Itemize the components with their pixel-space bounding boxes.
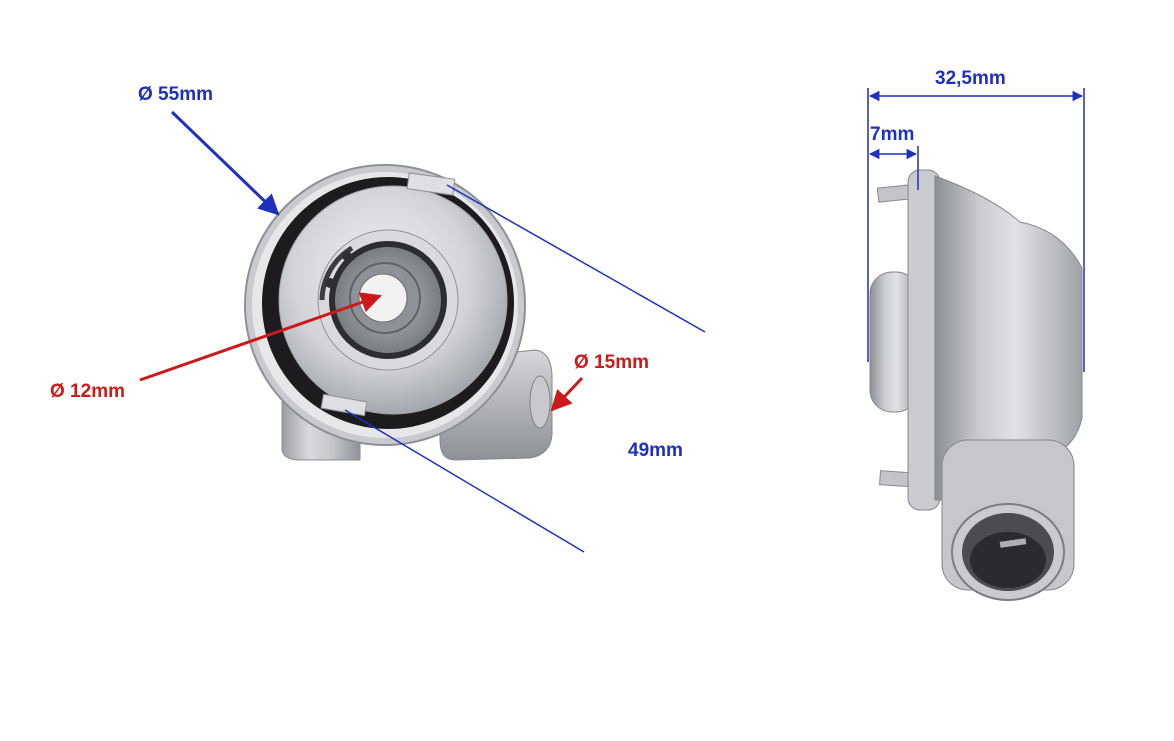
side-view-part bbox=[869, 169, 1083, 601]
width-label: 32,5mm bbox=[935, 68, 1006, 89]
length-line-top bbox=[446, 184, 706, 333]
length-label: 49mm bbox=[628, 440, 683, 461]
outer-diameter-arrow bbox=[170, 110, 280, 216]
top-tab bbox=[406, 172, 456, 196]
flange-thickness-label: 7mm bbox=[870, 124, 915, 145]
front-view-part bbox=[244, 164, 553, 461]
port-opening bbox=[529, 375, 551, 429]
port-diameter-arrow bbox=[550, 376, 584, 412]
bore-diameter-arrow bbox=[139, 292, 382, 382]
length-line-bottom bbox=[344, 409, 585, 553]
outer-diameter-label: Ø 55mm bbox=[138, 84, 213, 105]
bore-hole bbox=[358, 273, 408, 323]
bottom-tab bbox=[320, 393, 368, 417]
bore-diameter-label: Ø 12mm bbox=[50, 381, 125, 402]
port-diameter-label: Ø 15mm bbox=[574, 352, 649, 373]
